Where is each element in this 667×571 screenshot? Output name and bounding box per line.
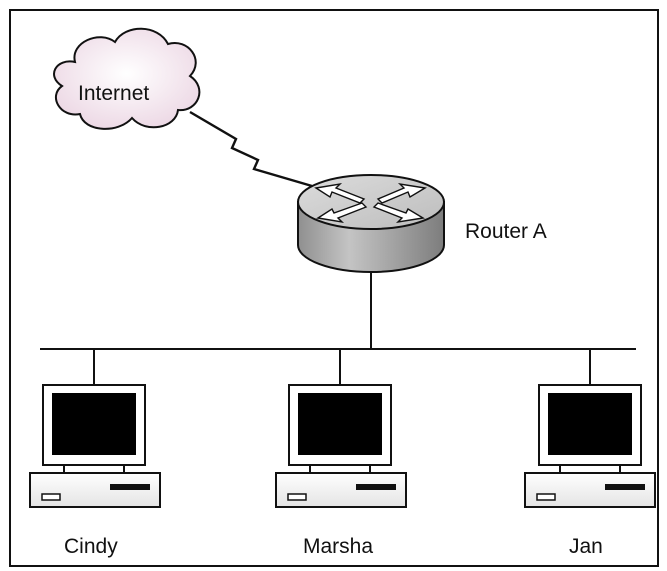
router-label: Router A (465, 220, 547, 243)
computer-label-marsha: Marsha (303, 535, 373, 558)
computer-marsha-icon (275, 384, 407, 508)
computer-label-jan: Jan (569, 535, 603, 558)
computer-cindy-icon (29, 384, 161, 508)
wan-link (189, 110, 313, 188)
router-icon (297, 174, 445, 273)
internet-label: Internet (78, 82, 149, 105)
computer-label-cindy: Cindy (64, 535, 118, 558)
internet-cloud-icon (53, 27, 201, 130)
computer-jan-icon (524, 384, 656, 508)
